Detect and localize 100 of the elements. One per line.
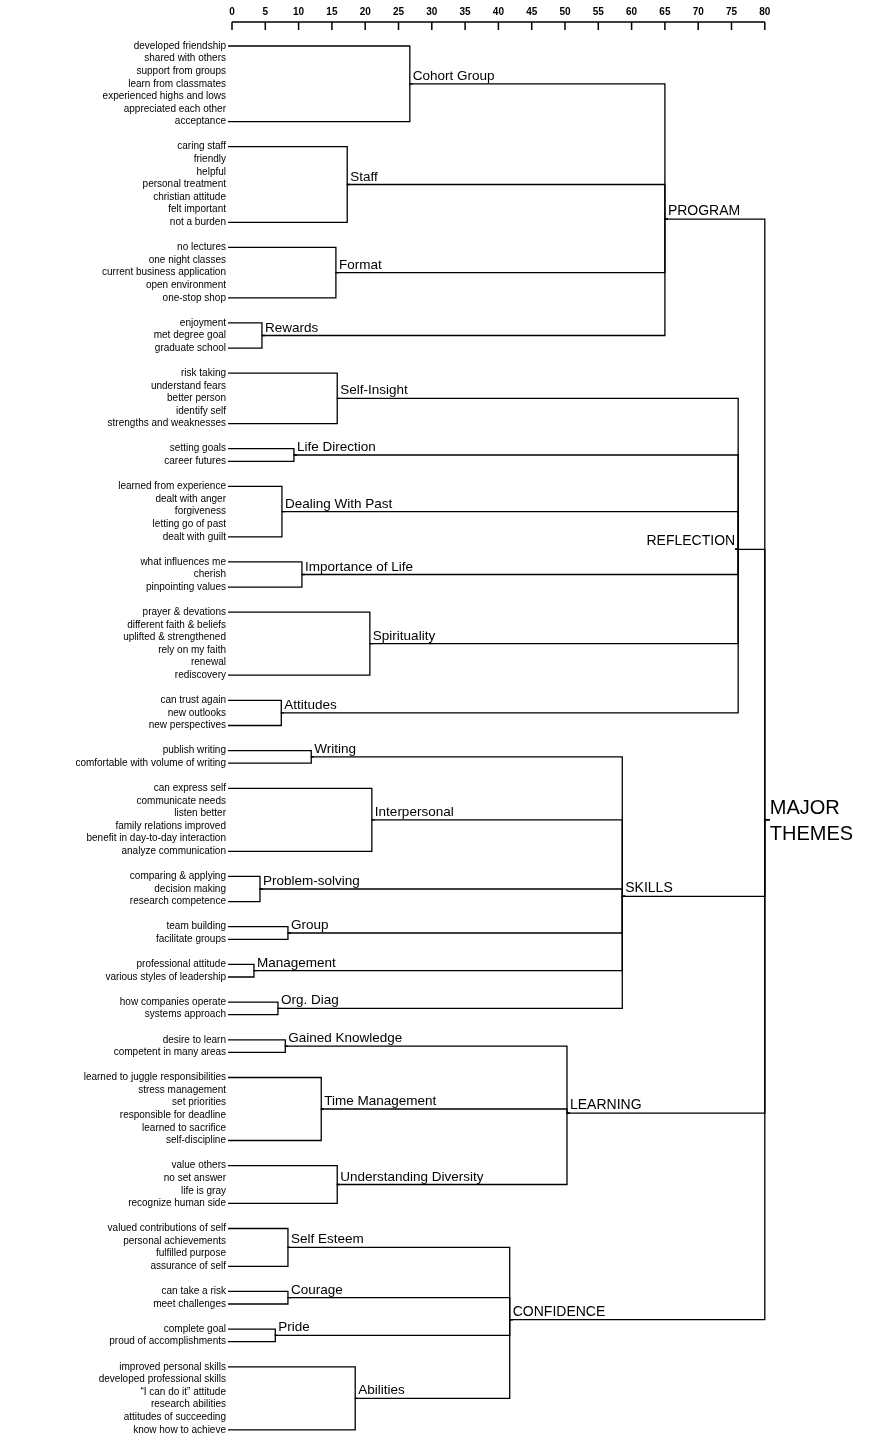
item-text: identify self bbox=[174, 404, 226, 418]
item-text: friendly bbox=[192, 153, 226, 166]
tick-label: 20 bbox=[358, 6, 372, 18]
tick-label: 65 bbox=[658, 6, 672, 18]
connector-line bbox=[339, 1112, 571, 1186]
item-text: current business application bbox=[101, 266, 226, 279]
connector-line bbox=[227, 756, 315, 764]
item-text: decision making bbox=[153, 882, 226, 896]
item-text: how companies operate bbox=[0, 995, 228, 1009]
theme-label: Interpersonal bbox=[374, 802, 454, 820]
theme-label: Abilities bbox=[358, 1381, 405, 1399]
item-text: complete goal bbox=[0, 1322, 228, 1336]
item-text: can take a risk bbox=[0, 1285, 228, 1298]
item-text: research abilities bbox=[149, 1398, 226, 1411]
item-text: self-discipline bbox=[0, 1134, 228, 1147]
connector-line bbox=[262, 888, 626, 897]
theme-label: Life Direction bbox=[296, 438, 376, 455]
connector-line bbox=[227, 970, 258, 978]
item-text: communicate needs bbox=[135, 794, 226, 808]
theme-label: Writing bbox=[314, 739, 356, 757]
item-text: one-stop shop bbox=[0, 291, 228, 305]
item-text: assurance of self bbox=[0, 1260, 228, 1273]
item-text: learned from experience bbox=[0, 480, 228, 493]
item-text: personal achievements bbox=[122, 1234, 226, 1248]
item-text: life is gray bbox=[180, 1184, 226, 1198]
connector-line bbox=[227, 819, 376, 852]
tick-label: 80 bbox=[758, 6, 772, 18]
item-text: comfortable with volume of writing bbox=[0, 756, 228, 770]
connector-line bbox=[227, 510, 286, 538]
item-text: stress management bbox=[137, 1083, 226, 1097]
item-text: learn from classmates bbox=[127, 77, 226, 91]
tick-label: 5 bbox=[261, 6, 270, 18]
connector-line bbox=[227, 1164, 341, 1186]
theme-label: Group bbox=[290, 916, 329, 933]
item-text: “I can do it” attitude bbox=[139, 1385, 226, 1399]
connector-line bbox=[227, 1297, 292, 1305]
item-text: one night classes bbox=[147, 253, 226, 267]
item-text: helpful bbox=[195, 165, 226, 179]
item-text: met degree goal bbox=[152, 329, 226, 342]
major-theme-label: CONFIDENCE bbox=[512, 1302, 606, 1320]
item-text: better person bbox=[166, 392, 226, 405]
major-theme-label: SKILLS bbox=[625, 879, 673, 897]
connector-line bbox=[227, 83, 414, 123]
connector-line bbox=[227, 1246, 292, 1267]
root-theme-label: MAJOR THEMES bbox=[769, 793, 866, 846]
tick-label: 60 bbox=[625, 6, 639, 18]
theme-label: Staff bbox=[350, 167, 378, 185]
connector-line bbox=[227, 485, 286, 513]
theme-label: Self-Insight bbox=[340, 381, 408, 399]
theme-label: Problem-solving bbox=[262, 872, 360, 889]
connector-line bbox=[227, 1007, 282, 1016]
item-text: letting go of past bbox=[151, 517, 226, 531]
item-text: career futures bbox=[0, 455, 228, 468]
connector-line bbox=[227, 787, 376, 821]
item-text: different faith & beliefs bbox=[126, 618, 226, 632]
theme-label: Spirituality bbox=[372, 626, 436, 644]
item-text: not a burden bbox=[0, 216, 228, 229]
item-text: pinpointing values bbox=[0, 580, 228, 594]
connector-line bbox=[227, 561, 306, 576]
connector-line bbox=[227, 1227, 292, 1249]
item-text: cherish bbox=[192, 568, 226, 581]
item-text: team building bbox=[0, 920, 228, 933]
tick-label: 30 bbox=[425, 6, 439, 18]
tick-label: 35 bbox=[458, 6, 472, 18]
connector-line bbox=[227, 246, 340, 274]
item-text: experienced highs and lows bbox=[101, 90, 226, 103]
tick-label: 40 bbox=[491, 6, 505, 18]
connector-line bbox=[227, 1001, 282, 1010]
tick-label: 55 bbox=[591, 6, 605, 18]
theme-label: Dealing With Past bbox=[284, 494, 393, 512]
item-text: no set answer bbox=[162, 1171, 226, 1185]
connector-line bbox=[227, 611, 374, 645]
connector-line bbox=[227, 926, 292, 934]
connector-line bbox=[227, 963, 258, 972]
connector-line bbox=[227, 573, 306, 588]
theme-label: Management bbox=[256, 953, 336, 971]
connector-line bbox=[227, 712, 285, 727]
item-text: appreciated each other bbox=[122, 102, 226, 116]
major-theme-label: LEARNING bbox=[570, 1096, 642, 1114]
tick-label: 50 bbox=[558, 6, 572, 18]
item-text: no lectures bbox=[0, 241, 228, 254]
item-text: valued contributions of self bbox=[0, 1222, 228, 1235]
connector-line bbox=[227, 271, 340, 299]
item-text: learned to juggle responsibilities bbox=[0, 1071, 228, 1084]
connector-line bbox=[227, 875, 264, 890]
theme-label: Cohort Group bbox=[412, 66, 495, 84]
connector-line bbox=[227, 1328, 279, 1337]
item-text: desire to learn bbox=[0, 1033, 228, 1047]
connector-line bbox=[227, 1108, 325, 1142]
item-text: comparing & applying bbox=[0, 870, 228, 883]
connector-line bbox=[227, 448, 298, 456]
item-text: attitudes of succeeding bbox=[122, 1410, 226, 1424]
item-text: know how to achieve bbox=[0, 1423, 228, 1437]
major-theme-label: PROGRAM bbox=[667, 202, 741, 220]
tick-label: 75 bbox=[724, 6, 739, 18]
item-text: enjoyment bbox=[0, 316, 228, 330]
item-text: can express self bbox=[0, 782, 228, 795]
item-text: systems approach bbox=[0, 1008, 228, 1021]
item-text: shared with others bbox=[143, 52, 226, 65]
connector-line bbox=[227, 932, 292, 940]
